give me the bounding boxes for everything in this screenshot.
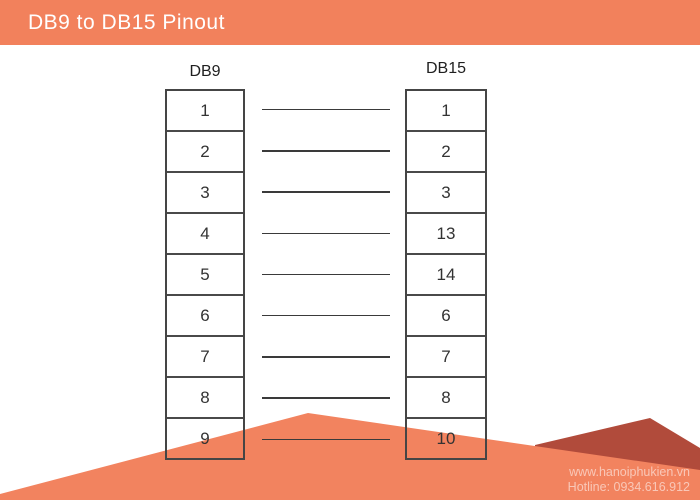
header-bar: DB9 to DB15 Pinout [0,0,700,45]
connection-line [262,108,390,111]
connection-line [262,232,390,235]
pin-cell: 1 [407,91,485,132]
footer-website: www.hanoiphukien.vn [569,465,690,479]
connection-line [262,314,390,317]
pin-cell: 2 [167,132,243,173]
pin-cell: 4 [167,214,243,255]
connection-line [262,150,390,152]
left-connector-label: DB9 [189,63,221,80]
right-connector-label: DB15 [425,60,467,77]
footer-hotline: Hotline: 0934.616.912 [567,480,690,494]
connection-line [262,273,390,276]
pin-cell: 5 [167,255,243,296]
pin-cell: 9 [200,428,210,448]
pin-cell: 2 [407,132,485,173]
db9-pin-column: 1 2 3 4 5 6 7 8 9 [165,89,245,460]
footer-watermark: www.hanoiphukien.vn Hotline: 0934.616.91… [568,465,690,495]
pin-cell: 10 [436,428,456,448]
connection-line [262,438,390,441]
connection-lines [262,89,390,460]
page-title: DB9 to DB15 Pinout [28,10,225,34]
connection-line [262,356,390,358]
pin-cell: 1 [167,91,243,132]
front-mountain-shape [0,413,700,500]
pin-cell: 14 [407,255,485,296]
pin-cell: 3 [407,173,485,214]
pin-cell: 8 [167,378,243,419]
pin-cell: 7 [407,337,485,378]
pin-cell: 3 [167,173,243,214]
db15-pin-column: 1 2 3 13 14 6 7 8 10 [405,89,487,460]
pin-cell: 7 [167,337,243,378]
connection-line [262,191,390,193]
pin-cell: 8 [407,378,485,419]
connection-line [262,397,390,399]
pin-cell: 6 [407,296,485,337]
pin-cell: 13 [407,214,485,255]
pin-cell: 6 [167,296,243,337]
